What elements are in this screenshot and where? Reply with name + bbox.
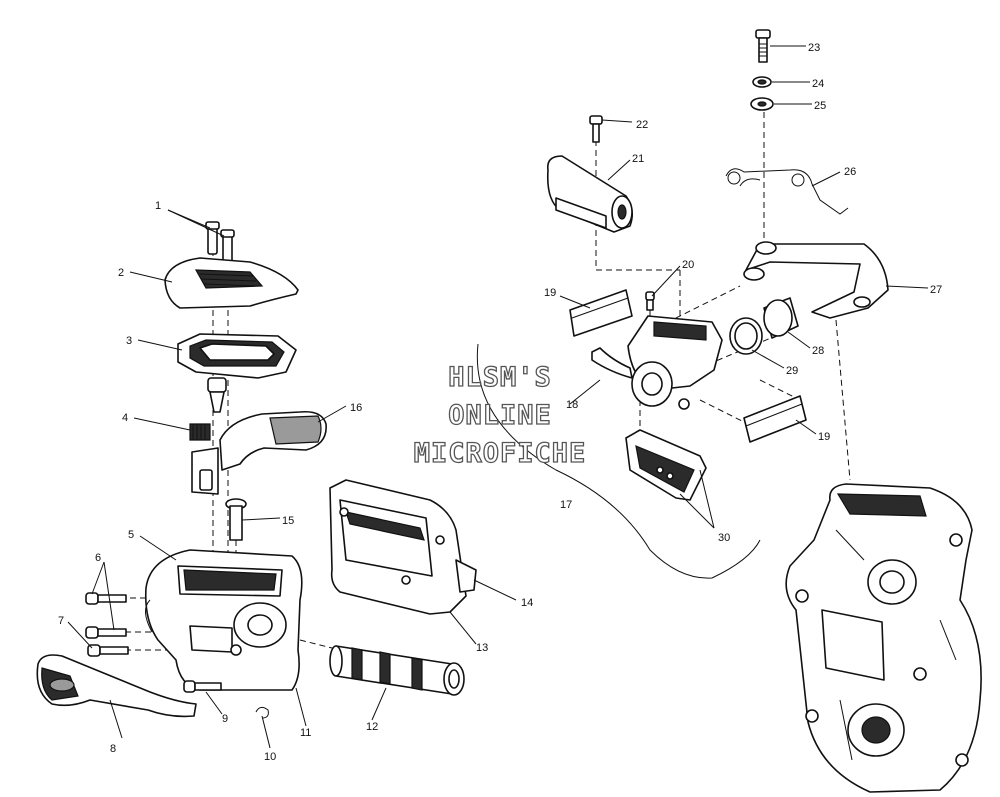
chaincase-housing bbox=[785, 483, 982, 793]
callout-7: 7 bbox=[58, 615, 64, 627]
screw-pair bbox=[205, 221, 235, 263]
callout-19a: 19 bbox=[544, 287, 556, 299]
shim-plates bbox=[569, 289, 807, 443]
callout-2: 2 bbox=[118, 267, 124, 279]
callout-9: 9 bbox=[222, 713, 228, 725]
callout-11: 11 bbox=[300, 727, 311, 739]
watermark-line-2: ONLINE bbox=[448, 400, 552, 431]
callout-4: 4 bbox=[122, 412, 128, 424]
callout-12: 12 bbox=[366, 721, 378, 733]
banjo-screw bbox=[589, 115, 603, 143]
callout-23: 23 bbox=[808, 42, 820, 54]
brake-lever bbox=[36, 654, 197, 718]
callout-5: 5 bbox=[128, 529, 134, 541]
callout-14: 14 bbox=[521, 597, 533, 609]
throttle-lever bbox=[191, 410, 327, 495]
left-assembly bbox=[36, 221, 477, 719]
callout-18: 18 bbox=[566, 399, 578, 411]
callout-28: 28 bbox=[812, 345, 824, 357]
brake-fitting bbox=[546, 155, 634, 233]
callout-21: 21 bbox=[632, 153, 644, 165]
side-cover-plate bbox=[329, 479, 477, 615]
callout-6: 6 bbox=[95, 552, 101, 564]
caliper-assembly-outline bbox=[476, 343, 761, 579]
callout-numbers: 1 2 3 4 5 6 7 8 9 10 11 12 13 14 15 16 1… bbox=[58, 42, 942, 763]
handle-shaft bbox=[329, 645, 465, 696]
callout-25: 25 bbox=[814, 100, 826, 112]
bolt-stack bbox=[750, 29, 774, 111]
leader-lines bbox=[67, 45, 929, 749]
callout-3: 3 bbox=[126, 335, 132, 347]
throttle-housing bbox=[144, 549, 303, 691]
callout-26: 26 bbox=[844, 166, 856, 178]
callout-16: 16 bbox=[350, 402, 362, 414]
caliper-body bbox=[627, 315, 723, 410]
brake-pads bbox=[625, 429, 707, 501]
callout-8: 8 bbox=[110, 743, 116, 755]
callout-10: 10 bbox=[264, 751, 276, 763]
callout-19b: 19 bbox=[818, 431, 830, 443]
callout-30: 30 bbox=[718, 532, 730, 544]
gasket-frame bbox=[177, 333, 297, 379]
lever-screw bbox=[183, 680, 222, 693]
bushing-and-oring bbox=[729, 297, 799, 355]
spring-clip bbox=[725, 168, 849, 215]
callout-15: 15 bbox=[282, 515, 294, 527]
watermark: HLSM'S ONLINE MICROFICHE bbox=[413, 361, 587, 469]
right-assembly bbox=[476, 29, 982, 793]
callout-1: 1 bbox=[155, 200, 161, 212]
callout-20: 20 bbox=[682, 259, 694, 271]
watermark-line-3: MICROFICHE bbox=[414, 438, 587, 469]
callout-17: 17 bbox=[560, 499, 572, 511]
spring bbox=[189, 423, 211, 441]
brake-hose bbox=[591, 347, 633, 379]
callout-27: 27 bbox=[930, 284, 942, 296]
caliper-bracket bbox=[743, 241, 889, 319]
pivot-pin bbox=[225, 498, 247, 541]
callout-22: 22 bbox=[636, 119, 648, 131]
housing-screws bbox=[85, 592, 129, 657]
callout-24: 24 bbox=[812, 78, 824, 90]
retaining-clip bbox=[255, 706, 269, 719]
plunger bbox=[207, 377, 227, 413]
throttle-cover bbox=[164, 257, 299, 309]
bleeder-screw bbox=[645, 291, 655, 311]
callout-29: 29 bbox=[786, 365, 798, 377]
watermark-line-1: HLSM'S bbox=[448, 362, 552, 393]
callout-13: 13 bbox=[476, 642, 488, 654]
